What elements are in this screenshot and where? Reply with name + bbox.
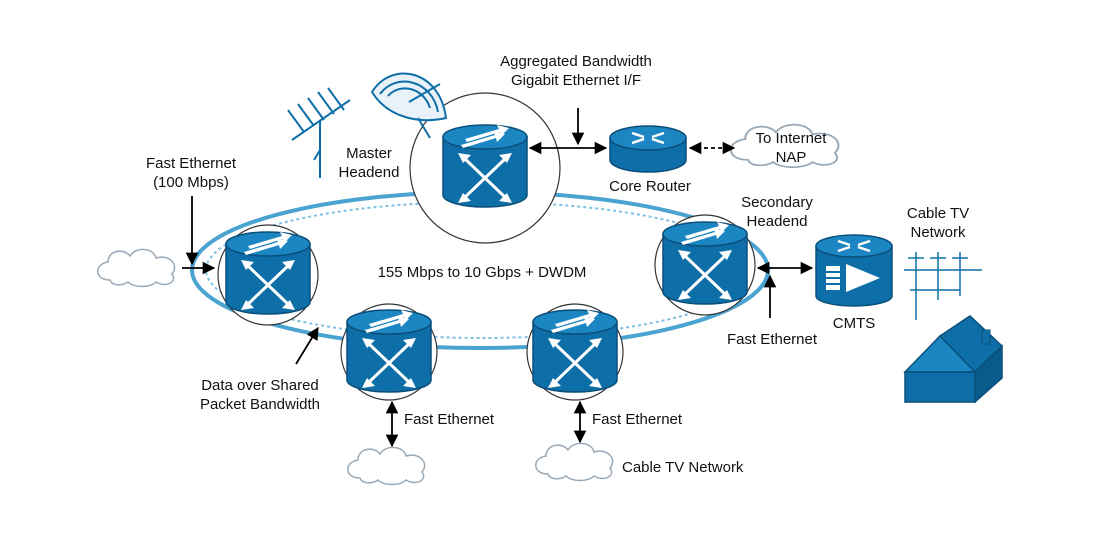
- bottom-left-switch-icon: [345, 308, 433, 394]
- bottom-right-cloud-icon: [534, 442, 614, 482]
- master-headend-switch-icon: [441, 123, 529, 209]
- cmts-icon: [815, 234, 893, 307]
- aggregated-bandwidth-label: Aggregated Bandwidth Gigabit Ethernet I/…: [500, 53, 652, 89]
- antenna-icon: [287, 87, 351, 178]
- fast-ethernet-bottom-left-label: Fast Ethernet: [404, 411, 495, 428]
- data-over-shared-label: Data over Shared Packet Bandwidth: [199, 377, 321, 413]
- cmts-label: CMTS: [832, 315, 876, 332]
- master-headend-label: Master Headend: [338, 145, 400, 181]
- secondary-headend-label: Secondary Headend: [741, 194, 813, 230]
- fast-ethernet-bottom-right-label: Fast Ethernet: [592, 411, 683, 428]
- cable-tv-antenna-icon: [904, 252, 982, 320]
- ring-speed-label: 155 Mbps to 10 Gbps + DWDM: [377, 264, 587, 281]
- bottom-right-switch-icon: [531, 308, 619, 394]
- left-switch-icon: [224, 230, 312, 316]
- core-router-icon: [609, 125, 687, 173]
- core-router-label: Core Router: [609, 178, 691, 195]
- cable-tv-network-bottom-label: Cable TV Network: [622, 459, 744, 476]
- to-internet-nap-label: To Internet NAP: [755, 130, 827, 166]
- secondary-headend-switch-icon: [661, 220, 749, 306]
- bottom-left-cloud-icon: [346, 446, 426, 486]
- fast-ethernet-right-label: Fast Ethernet: [726, 331, 818, 348]
- satellite-dish-icon: [370, 72, 448, 139]
- left-cloud-icon: [96, 248, 176, 288]
- fast-ethernet-100-label: Fast Ethernet (100 Mbps): [145, 155, 237, 191]
- house-icon: [903, 315, 1004, 404]
- cable-tv-network-label: Cable TV Network: [906, 205, 970, 241]
